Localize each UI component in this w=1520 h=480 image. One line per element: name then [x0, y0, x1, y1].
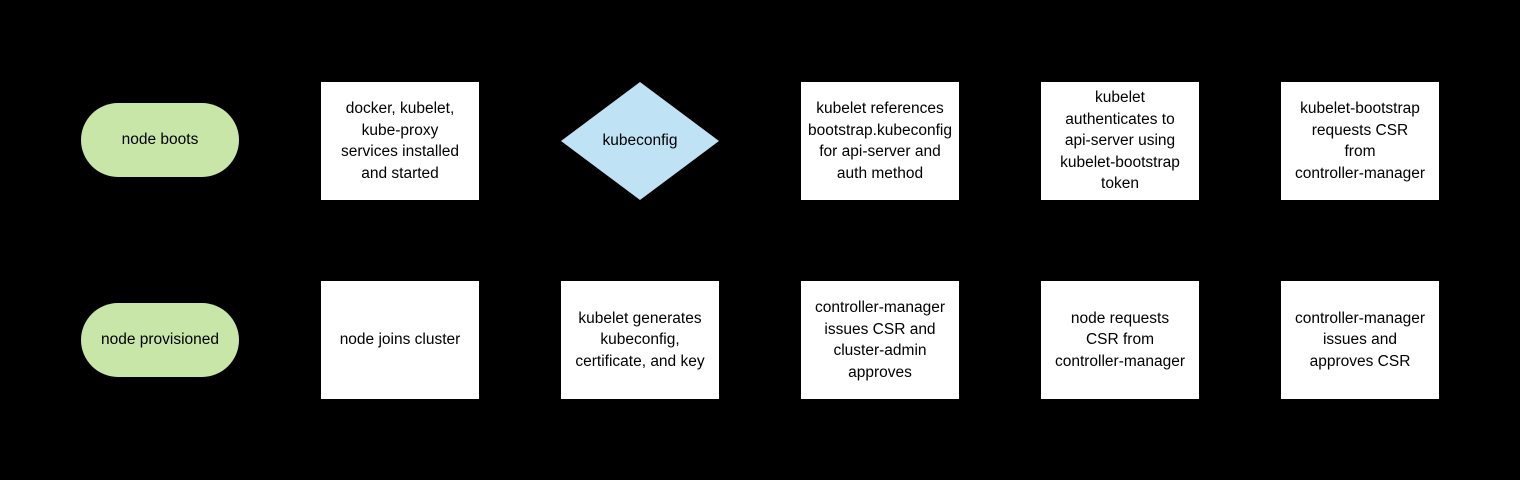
flow-node-kubelet-bootstrap-requests-csr[interactable]: kubelet-bootstrap requests CSR from cont… — [1281, 82, 1439, 200]
flow-node-services-installed-and-started[interactable]: docker, kubelet, kube-proxy services ins… — [321, 82, 479, 200]
flow-node-label: controller-manager issues and approves C… — [1294, 309, 1426, 370]
flow-node-kubeconfig-decision[interactable]: kubeconfig — [561, 82, 719, 200]
flow-node-label: node requests CSR from controller-manage… — [1054, 309, 1186, 370]
flow-node-label: node boots — [121, 131, 199, 149]
flow-node-label: kubelet generates kubeconfig, certificat… — [575, 309, 705, 370]
flow-node-node-provisioned[interactable]: node provisioned — [81, 303, 239, 377]
flow-node-label: kubelet authenticates to api-server usin… — [1060, 89, 1180, 193]
flow-node-label: node provisioned — [100, 331, 220, 349]
flow-node-label: kubeconfig — [602, 132, 678, 150]
flow-node-label: docker, kubelet, kube-proxy services ins… — [340, 100, 460, 182]
flow-node-node-requests-csr-from-controller-manager[interactable]: node requests CSR from controller-manage… — [1041, 281, 1199, 399]
decision-diamond-shape — [561, 82, 719, 200]
flow-node-label: controller-manager issues CSR and cluste… — [814, 299, 946, 381]
flow-node-kubelet-generates-kubeconfig-certificate-key[interactable]: kubelet generates kubeconfig, certificat… — [561, 281, 719, 399]
flow-node-controller-manager-issues-csr-cluster-admin-approves[interactable]: controller-manager issues CSR and cluste… — [801, 281, 959, 399]
flow-node-label: kubelet references bootstrap.kubeconfig … — [808, 100, 952, 182]
flow-node-label: kubelet-bootstrap requests CSR from cont… — [1294, 100, 1426, 182]
flow-node-node-boots[interactable]: node boots — [81, 103, 239, 177]
flow-node-label: node joins cluster — [339, 331, 461, 349]
flow-node-controller-manager-issues-and-approves-csr[interactable]: controller-manager issues and approves C… — [1281, 281, 1439, 399]
flow-node-node-joins-cluster[interactable]: node joins cluster — [321, 281, 479, 399]
flow-node-kubelet-references-bootstrap-kubeconfig[interactable]: kubelet references bootstrap.kubeconfig … — [801, 82, 959, 200]
flow-node-kubelet-authenticates-to-api-server[interactable]: kubelet authenticates to api-server usin… — [1041, 82, 1199, 200]
